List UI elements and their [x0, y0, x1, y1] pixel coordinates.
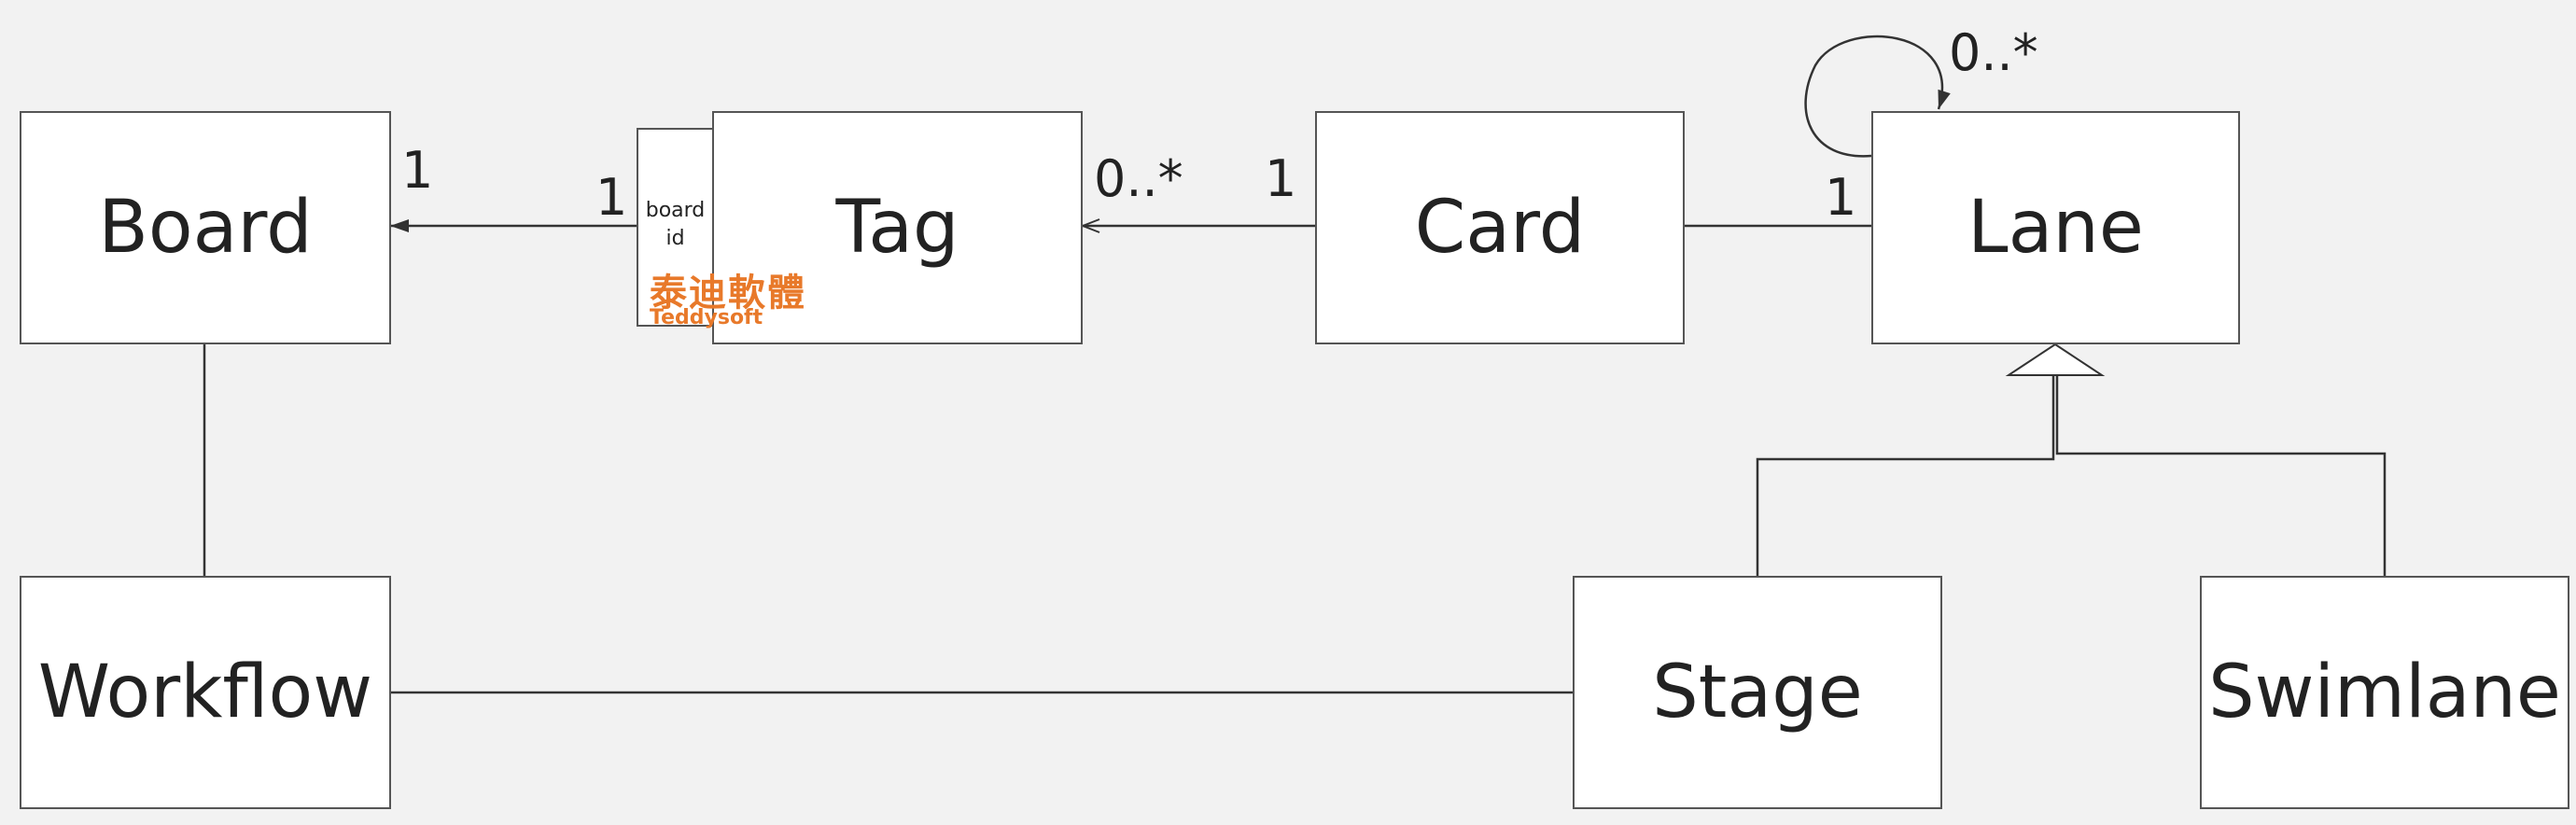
generalization-swimlane-lane: [2055, 375, 2387, 576]
watermark-cn: 泰迪軟體: [650, 272, 806, 315]
qualifier-board-id: board id: [637, 128, 714, 327]
class-card: Card: [1315, 111, 1685, 344]
multiplicity-tag-qualifier-end: 1: [595, 168, 628, 227]
multiplicity-card-tag-end: 1: [1265, 149, 1297, 208]
multiplicity-board-end: 1: [401, 141, 434, 200]
class-swimlane: Swimlane: [2200, 576, 2569, 809]
class-lane: Lane: [1871, 111, 2240, 344]
watermark-en: Teddysoft: [650, 306, 763, 329]
class-stage: Stage: [1573, 576, 1942, 809]
multiplicity-tag-card-end: 0..*: [1094, 149, 1183, 208]
qualifier-line-2: id: [665, 227, 685, 250]
generalization-stage-lane: [1756, 375, 2055, 576]
qualifier-line-1: board: [645, 199, 706, 222]
class-tag: Tag: [712, 111, 1083, 344]
association-lane-self: [1804, 35, 1951, 158]
class-workflow: Workflow: [20, 576, 391, 809]
class-board: Board: [20, 111, 391, 344]
multiplicity-lane-self: 0..*: [1949, 23, 2038, 82]
generalization-triangle: [2005, 343, 2106, 376]
teddysoft-watermark-logo: 泰迪軟體 Teddysoft: [650, 274, 806, 329]
multiplicity-lane-card-end: 1: [1825, 168, 1857, 227]
